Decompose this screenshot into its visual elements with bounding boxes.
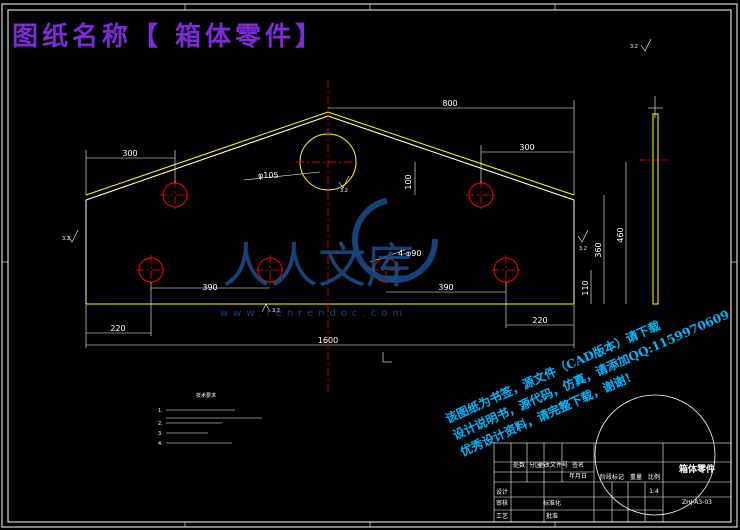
svg-text:工艺: 工艺: [496, 512, 508, 520]
dim-220-left: 220: [110, 324, 125, 333]
dim-1600: 1600: [318, 336, 338, 345]
svg-text:4.: 4.: [158, 441, 163, 447]
roughness-5: 3.2: [630, 44, 638, 50]
dim-110: 110: [581, 280, 590, 295]
svg-text:年月日: 年月日: [569, 472, 587, 480]
svg-text:设计说明书，源代码，仿真，请添加QQ:1159970609: 设计说明书，源代码，仿真，请添加QQ:1159970609: [450, 306, 731, 442]
dim-220-right: 220: [532, 316, 547, 325]
stamp-circle: [594, 394, 716, 516]
scale: 1:4: [649, 488, 659, 495]
svg-text:1.: 1.: [158, 408, 163, 414]
watermark-cyan-text: 该图纸为书签，源文件（CAD版本）请下载 设计说明书，源代码，仿真，请添加QQ:…: [443, 306, 731, 459]
dim-4-phi90: 4-φ90: [398, 249, 421, 258]
dim-800: 800: [442, 99, 457, 108]
svg-text:比例: 比例: [648, 473, 660, 481]
watermark-logo: 人人文库 www.renrendoc.com: [220, 197, 438, 319]
dim-390-left: 390: [202, 283, 217, 292]
svg-text:设计: 设计: [496, 488, 508, 496]
inner-border: [7, 9, 732, 523]
dim-100: 100: [404, 174, 413, 189]
tech-notes-lines: [166, 409, 262, 444]
dimension-lines: [85, 100, 627, 348]
roughness-2: 3.2: [272, 308, 280, 314]
dim-360: 360: [594, 242, 603, 257]
svg-text:批准: 批准: [546, 512, 558, 520]
roughness-3: 3.2: [579, 246, 587, 252]
dim-phi105: φ105: [258, 171, 279, 180]
side-view: [640, 96, 668, 305]
centerlines: [136, 80, 521, 395]
drawing-number: ZHJ-A3-03: [682, 499, 712, 506]
svg-text:审核: 审核: [496, 499, 508, 507]
plate-edges: [85, 115, 575, 304]
dim-300-left: 300: [122, 149, 137, 158]
drawing-title-banner: 图纸名称【 箱体零件】: [12, 22, 326, 52]
svg-text:2.: 2.: [158, 421, 163, 427]
part-name: 箱体零件: [679, 463, 715, 475]
watermark-url: www.renrendoc.com: [220, 308, 407, 319]
svg-text:标准化: 标准化: [543, 499, 561, 507]
svg-text:处数: 处数: [513, 461, 525, 469]
svg-text:阶段标记: 阶段标记: [600, 473, 624, 481]
watermark-logo-text: 人人文库: [222, 238, 414, 294]
dim-300-right: 300: [519, 143, 534, 152]
dim-390-right: 390: [438, 283, 453, 292]
svg-text:重量: 重量: [630, 473, 642, 481]
svg-text:3.: 3.: [158, 431, 163, 437]
roughness-4: 3.2: [340, 188, 348, 194]
dim-460: 460: [616, 227, 625, 242]
title-block-labels: 设计 审核 工艺 标准化 批准 处数 分区 更改文件号 签名 年月日 阶段标记 …: [496, 461, 660, 520]
section-marker: [382, 352, 392, 363]
zone-ticks: [2, 4, 737, 527]
svg-text:签名: 签名: [572, 461, 584, 469]
roughness-symbols: [67, 38, 652, 313]
svg-text:分区: 分区: [529, 461, 541, 469]
tech-notes-heading: 技术要求: [196, 392, 216, 399]
outer-border: [1, 3, 738, 528]
title-block: [493, 442, 732, 523]
svg-text:更改文件号: 更改文件号: [538, 461, 568, 469]
tech-notes: 1. 2. 3. 4.: [158, 408, 163, 447]
roughness-1: 3.2: [62, 236, 70, 242]
